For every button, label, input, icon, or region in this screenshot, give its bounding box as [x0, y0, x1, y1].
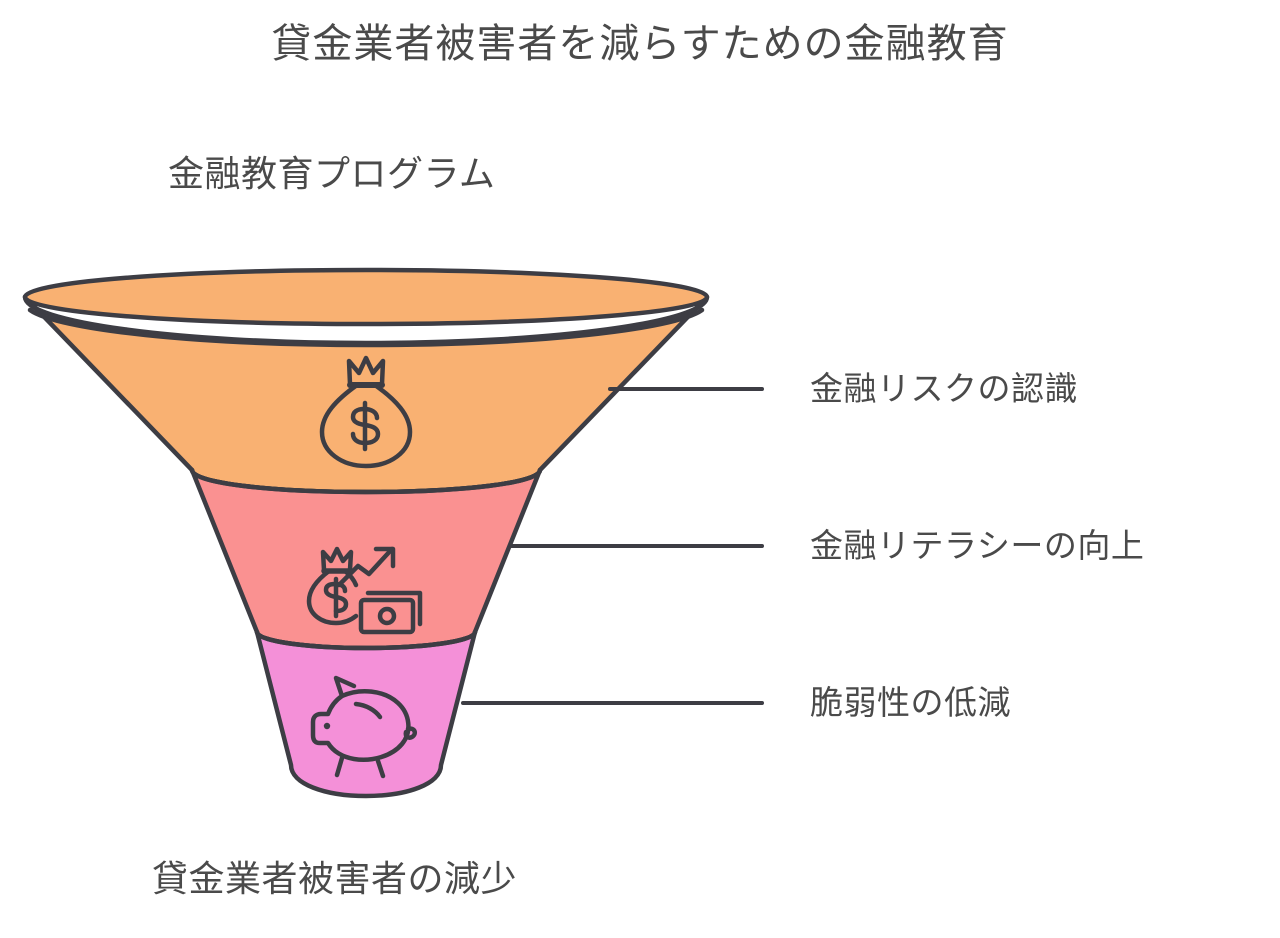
funnel-rim-inner-lip	[27, 307, 705, 348]
funnel-divider-2	[254, 629, 478, 651]
money-growth-icon	[306, 546, 423, 635]
money-bag-icon	[319, 355, 413, 469]
funnel-stage-label-3: 脆弱性の低減	[810, 684, 1011, 721]
funnel-stage-label-1: 金融リスクの認識	[810, 370, 1078, 407]
funnel-stage-2-fill[interactable]	[189, 467, 543, 651]
funnel-divider-1	[189, 467, 543, 495]
funnel-stage-3-fill[interactable]	[254, 629, 478, 799]
funnel-rim-outer	[22, 267, 710, 327]
funnel-top-caption: 金融教育プログラム	[168, 153, 496, 194]
funnel-bottom-caption: 貸金業者被害者の減少	[152, 858, 518, 899]
funnel-stage-label-2: 金融リテラシーの向上	[810, 527, 1145, 564]
page-title: 貸金業者被害者を減らすための金融教育	[271, 22, 1009, 66]
piggy-bank-icon	[310, 675, 417, 779]
